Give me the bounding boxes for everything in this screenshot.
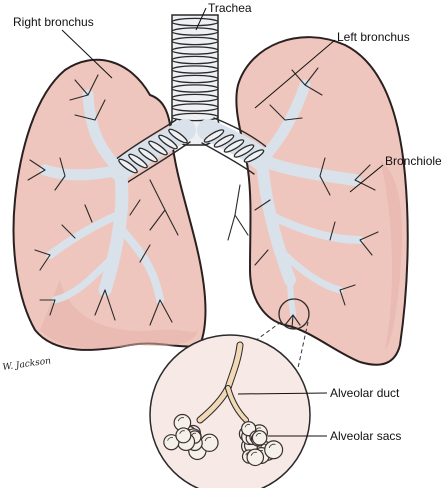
- alveolar-sac-left: [163, 413, 219, 461]
- trachea-ring: [171, 17, 219, 27]
- trachea-label: Trachea: [208, 1, 252, 15]
- trachea-leader: [195, 7, 207, 31]
- alveolus-highlight: [255, 432, 262, 437]
- trachea: [170, 14, 220, 146]
- alveolus-highlight: [250, 451, 258, 456]
- bronchus-cartilage-rings: [118, 128, 265, 174]
- right-bronchus-leader: [61, 29, 113, 79]
- bronchus-ring: [148, 140, 168, 156]
- alveolar-sacs-label: Alveolar sacs: [330, 429, 401, 443]
- alveolar-sac-right: [238, 421, 284, 467]
- bronchiole-leader: [349, 164, 384, 193]
- trachea-ring: [171, 65, 219, 74]
- alveolus-highlight: [268, 443, 276, 449]
- trachea-ring: [171, 84, 219, 93]
- bronchus-ring: [158, 134, 178, 150]
- left-bronchus-leader: [254, 39, 336, 109]
- artist-signature: W. Jackson: [2, 356, 52, 373]
- alveolus: [200, 433, 219, 452]
- alveolus-highlight: [167, 437, 174, 441]
- left-bronchus-label: Left bronchus: [337, 30, 410, 44]
- bronchus-ring: [118, 158, 138, 174]
- alveolus: [175, 427, 192, 444]
- alveolar-duct-label: Alveolar duct: [330, 386, 400, 400]
- bronchus-ring: [223, 139, 245, 153]
- bronchus-ring: [138, 147, 158, 163]
- inset-connector-right: [297, 321, 309, 369]
- bronchus-ring: [213, 134, 235, 148]
- alveolus: [246, 448, 265, 467]
- bronchus-ring: [203, 129, 225, 143]
- alveolus-highlight: [244, 423, 251, 428]
- trachea-ring: [171, 27, 219, 36]
- alveolar-duct-leader: [237, 392, 328, 395]
- bronchus-ring: [233, 144, 255, 158]
- alveolus-highlight: [204, 436, 212, 442]
- alveolus: [163, 434, 180, 451]
- alveolus-highlight: [179, 430, 185, 435]
- alveolus: [264, 440, 284, 460]
- trachea-ring: [171, 103, 219, 112]
- trachea-ring: [171, 46, 219, 55]
- trachea-ring: [171, 112, 219, 122]
- bronchiole-label: Bronchiole: [385, 154, 442, 168]
- trachea-ring: [171, 36, 219, 46]
- trachea-ring: [171, 93, 219, 103]
- right-bronchus-label: Right bronchus: [13, 15, 94, 29]
- alveolus-highlight: [177, 417, 185, 422]
- bronchus-ring: [128, 153, 148, 169]
- detail-highlight-circle: [278, 298, 310, 330]
- bronchus-ring: [168, 128, 188, 144]
- left-lung: [235, 36, 409, 366]
- alveolus: [251, 430, 268, 446]
- trachea-ring: [171, 55, 219, 65]
- alveoli-inset: [149, 334, 311, 488]
- bronchus-ring: [243, 149, 265, 163]
- trachea-ring: [171, 74, 219, 84]
